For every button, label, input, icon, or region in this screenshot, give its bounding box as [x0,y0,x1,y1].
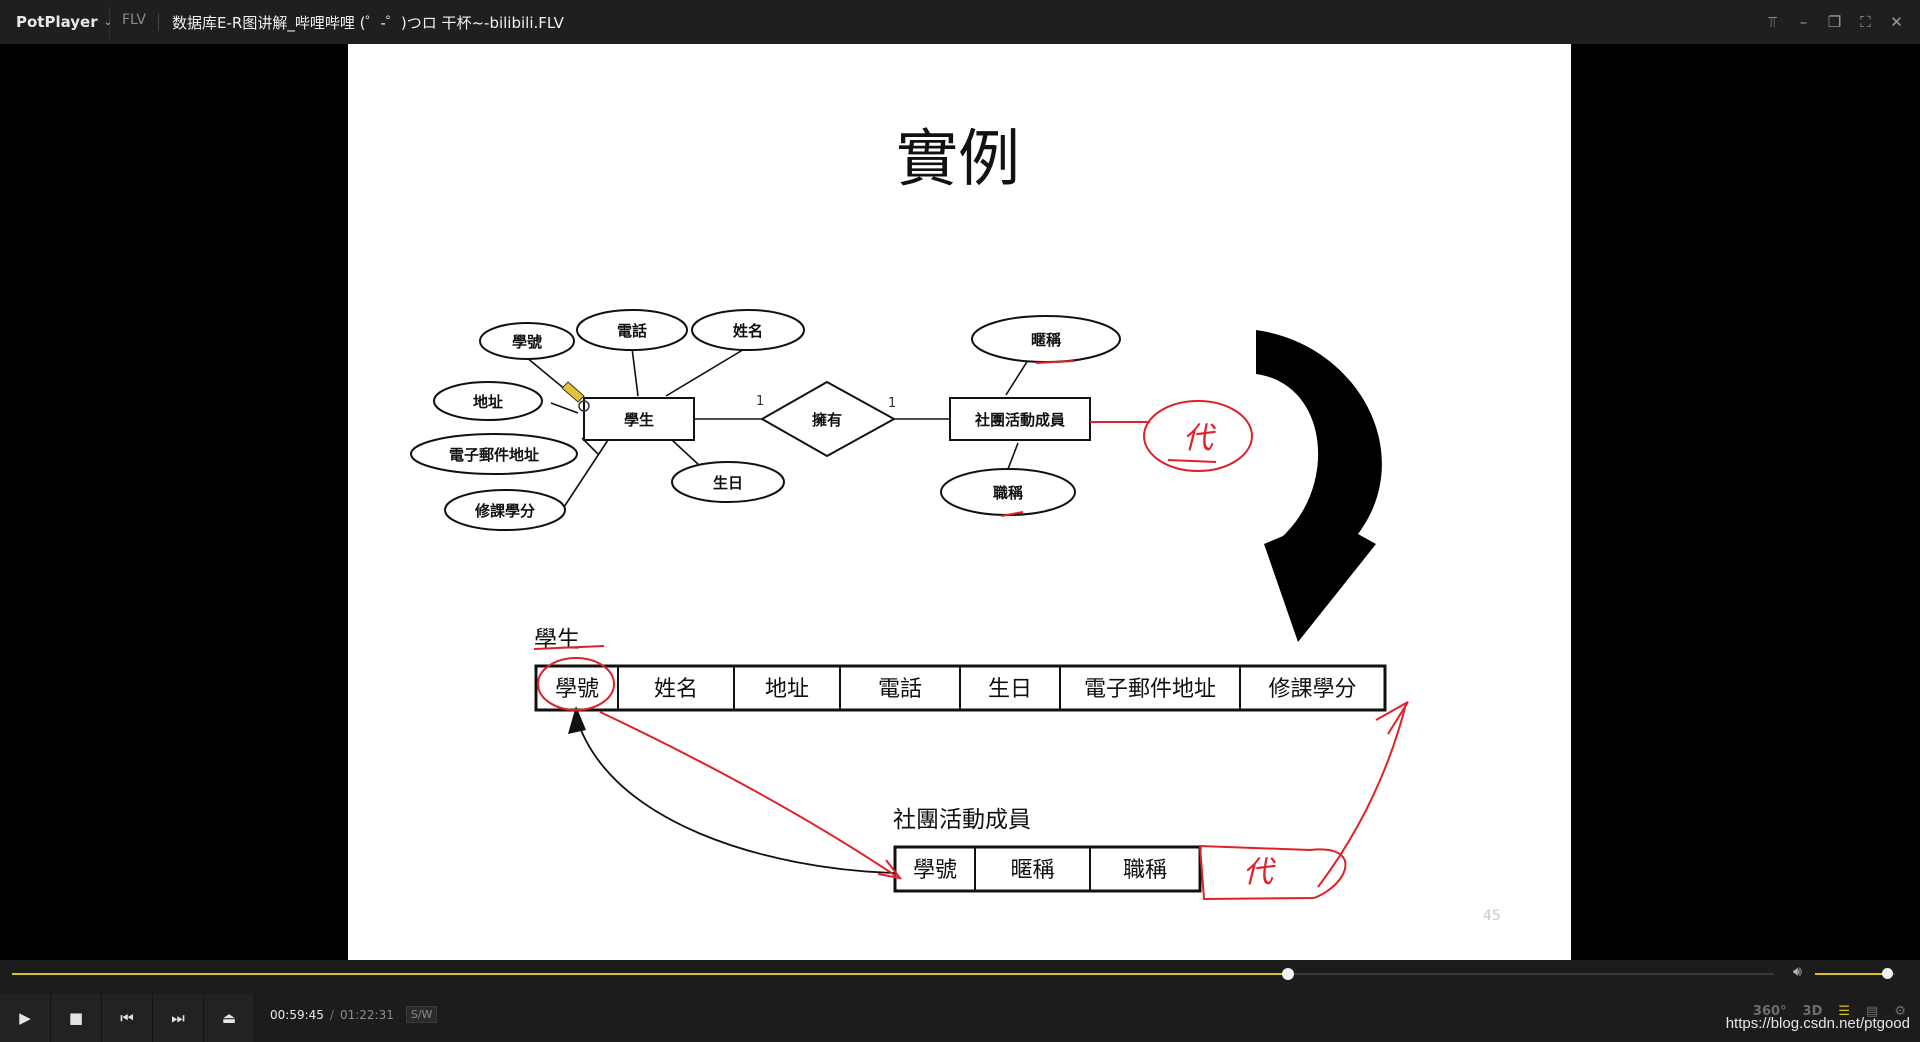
previous-button[interactable]: ⏮ [102,994,153,1042]
er-relationship: 擁有 [812,411,842,429]
total-time: 01:22:31 [339,1007,394,1022]
er-attr-credits: 修課學分 [474,502,535,520]
seek-progress [12,973,1288,975]
close-icon[interactable]: ✕ [1890,13,1903,31]
er-attr-email: 電子郵件地址 [449,446,539,464]
time-display: 00:59:45 / 01:22:31 S/W [270,1006,438,1023]
play-icon: ▶ [19,1009,31,1027]
watermark: https://blog.csdn.net/ptgood [1725,1015,1910,1032]
eject-button[interactable]: ⏏ [204,994,255,1042]
chevron-down-icon: ⌄ [103,16,113,28]
table-cell: 電子郵件地址 [1084,677,1216,702]
table-cell: 電話 [878,677,922,702]
er-attribute-ellipse [691,309,805,351]
table-cell: 地址 [765,677,809,702]
format-label: FLV [122,12,146,28]
pen-annotations [533,360,1409,901]
player-controls: 🔊︎ ▶ ■ ⏮ ⏭ ⏏ 00:59:45 / 01:22:31 S/W 360… [0,960,1920,1042]
table-cell: 學號 [555,677,599,702]
annotation-box-note: 代 [1243,855,1276,890]
eject-icon: ⏏ [221,1009,237,1027]
time-separator: / [329,1007,334,1022]
gear-icon[interactable]: ⚙ [1894,1004,1906,1019]
er-attribute-ellipse [433,381,543,421]
seek-handle[interactable] [1281,968,1294,980]
volume-handle[interactable] [1882,968,1893,979]
current-time: 00:59:45 [270,1007,324,1022]
page-number: 45 [1483,908,1501,924]
codec-badge[interactable]: S/W [405,1006,438,1023]
pin-icon[interactable]: ⫪ [1768,13,1777,31]
transform-arrow-icon [1256,330,1382,642]
stop-button[interactable]: ■ [51,994,102,1042]
table-member-label: 社團活動成員 [893,807,1031,833]
volume-slider[interactable] [1815,968,1895,979]
er-attr-nickname: 暱稱 [1031,331,1061,349]
title-bar: PotPlayer ⌄ FLV 数据库E-R图讲解_哔哩哔哩 (゜-゜)つロ 干… [0,0,1920,45]
er-attr-phone: 電話 [617,322,647,340]
vr-360-button[interactable]: 360° [1752,1004,1787,1019]
window-title: 数据库E-R图讲解_哔哩哔哩 (゜-゜)つロ 干杯~-bilibili.FLV [172,14,564,32]
table-member: 學號 暱稱 職稱 [893,845,1202,893]
3d-button[interactable]: 3D [1802,1004,1823,1019]
er-attribute-ellipse [576,309,688,351]
restore-icon[interactable]: ❐ [1827,13,1842,31]
er-attr-name: 姓名 [733,322,763,340]
foreign-key-arrow [568,706,895,874]
table-student: 學號 姓名 地址 電話 生日 電子郵件地址 修課學分 [534,664,1387,712]
er-attr-birthday: 生日 [713,474,743,492]
er-attribute-ellipse [671,461,785,503]
playback-buttons: ▶ ■ ⏮ ⏭ ⏏ [0,994,255,1042]
app-menu-button[interactable]: PotPlayer ⌄ [6,6,113,38]
er-entity-member: 社團活動成員 [974,411,1065,429]
er-entity-box [583,397,695,441]
table-cell: 修課學分 [1268,677,1356,702]
slide-title: 實例 [896,122,1020,195]
table-cell: 生日 [988,677,1032,702]
minimize-icon[interactable]: – [1799,13,1808,31]
volume-level [1815,973,1887,975]
pen-cursor-icon [561,381,590,412]
er-relationship-diamond [759,380,897,458]
seek-bar[interactable] [12,968,1774,980]
window-controls: ⫪ – ❐ ⛶ ✕ [1759,8,1910,36]
table-cell: 職稱 [1123,858,1167,883]
cardinality-left: 1 [756,394,764,409]
table-frame [893,845,1202,893]
er-entity-student: 學生 [624,411,654,429]
er-attribute-ellipse [410,433,578,475]
previous-icon: ⏮ [120,1009,134,1027]
video-area[interactable]: 實例 [0,44,1920,960]
next-button[interactable]: ⏭ [153,994,204,1042]
volume-icon[interactable]: 🔊︎ [1793,964,1802,980]
slide: 實例 [348,44,1571,960]
er-entity-box [949,397,1091,441]
er-attr-address: 地址 [473,393,503,411]
table-cell: 暱稱 [1010,858,1054,883]
er-attribute-ellipse [479,322,575,360]
right-buttons: 360° 3D ☰ ▤ ⚙ [1753,1004,1906,1019]
er-attribute-ellipse [444,489,566,531]
annotation-circle-note: 代 [1183,421,1216,456]
stop-icon: ■ [68,1009,84,1027]
cardinality-right: 1 [888,396,896,411]
fullscreen-icon[interactable]: ⛶ [1860,13,1871,31]
divider [158,13,159,31]
er-attr-student-id: 學號 [512,333,542,351]
next-icon: ⏭ [171,1009,185,1027]
app-name: PotPlayer [16,13,98,31]
table-cell: 學號 [913,858,957,883]
table-cell: 姓名 [654,677,698,702]
er-connectors [525,347,1031,508]
playlist-icon[interactable]: ☰ [1838,1004,1851,1019]
slide-canvas: 實例 [410,122,1501,924]
play-button[interactable]: ▶ [0,994,51,1042]
er-attr-position: 職稱 [993,484,1023,502]
chapter-icon[interactable]: ▤ [1866,1004,1879,1019]
